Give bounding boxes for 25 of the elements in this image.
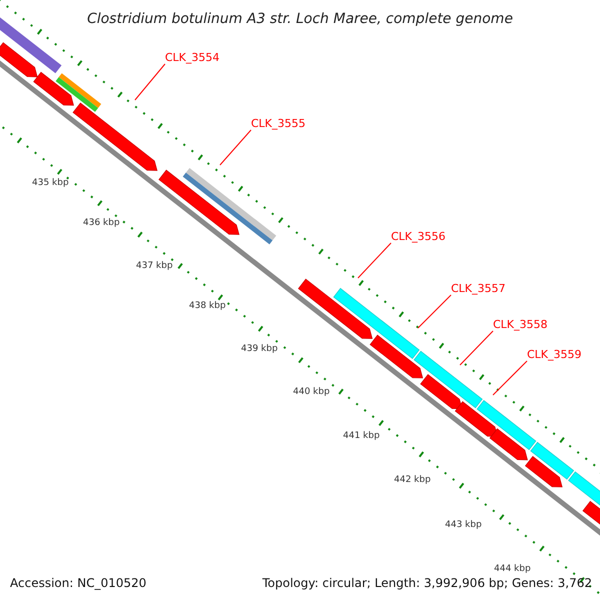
footer-text: Topology: circular; Length: 3,992,906 bp; Genes: 3,762 bbox=[262, 575, 592, 592]
footer-text: Accession: NC_010520 bbox=[10, 575, 146, 592]
position-label: 438 kbp bbox=[189, 300, 226, 313]
leader-line bbox=[492, 360, 528, 396]
position-label: 441 kbp bbox=[343, 430, 380, 443]
position-label: 442 kbp bbox=[394, 474, 431, 487]
gene-label: CLK_3558 bbox=[493, 318, 548, 332]
gene-label: CLK_3555 bbox=[251, 117, 306, 131]
gene-label: CLK_3557 bbox=[451, 282, 506, 296]
leader-line bbox=[134, 64, 166, 100]
position-label: 437 kbp bbox=[136, 260, 173, 273]
title: Clostridium botulinum A3 str. Loch Maree, complete genome bbox=[86, 10, 514, 29]
position-label: 444 kbp bbox=[494, 563, 531, 576]
leader-line bbox=[460, 330, 494, 366]
position-label: 439 kbp bbox=[241, 343, 278, 356]
gene-label: CLK_3556 bbox=[391, 230, 446, 244]
gene-label: CLK_3554 bbox=[165, 51, 220, 65]
position-label: 435 kbp bbox=[32, 177, 69, 190]
position-label: 443 kbp bbox=[445, 519, 482, 532]
position-label: 440 kbp bbox=[293, 386, 330, 399]
leader-line bbox=[358, 242, 392, 278]
position-label: 436 kbp bbox=[83, 217, 120, 230]
leader-line bbox=[220, 130, 252, 166]
gene-label: CLK_3559 bbox=[527, 348, 582, 362]
leader-line bbox=[418, 294, 452, 328]
